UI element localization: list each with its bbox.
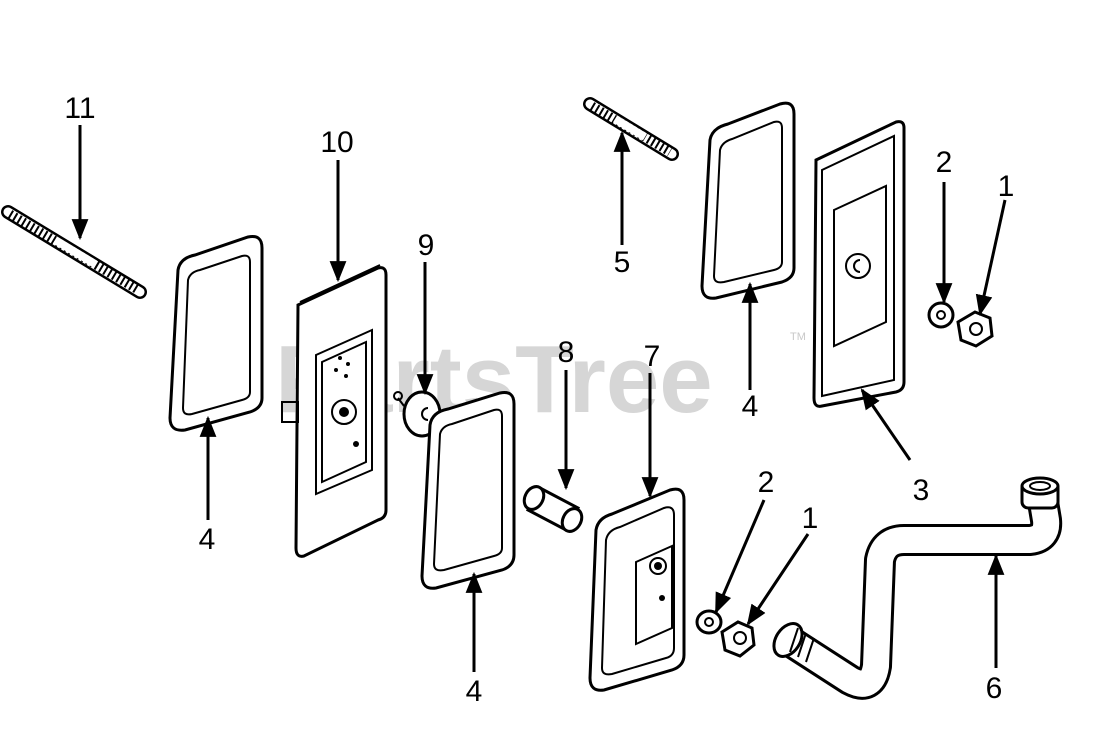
plate-part-10 — [281, 264, 388, 558]
callout-5: 5 — [614, 246, 631, 279]
callout-labels: 11 10 9 8 7 5 4 4 4 3 2 2 1 1 6 — [64, 92, 1014, 708]
gasket-part-4-right — [700, 101, 796, 300]
callout-11: 11 — [64, 92, 95, 125]
callout-6: 6 — [986, 672, 1003, 705]
callout-1-upper: 1 — [998, 170, 1015, 203]
nut-part-1-lower — [720, 620, 756, 658]
callout-4-middle: 4 — [466, 675, 483, 708]
callout-4-left: 4 — [199, 523, 216, 556]
washer-part-2-lower — [695, 609, 723, 635]
callout-2-upper: 2 — [936, 146, 953, 179]
callout-8: 8 — [558, 336, 575, 369]
pipe-part-6 — [772, 476, 1063, 700]
callout-7: 7 — [644, 340, 661, 373]
callout-1-lower: 1 — [802, 502, 819, 535]
gasket-part-4-left — [168, 235, 264, 432]
callout-9: 9 — [418, 229, 435, 262]
leader-lines — [71, 125, 1007, 672]
watermark-trademark: TM — [790, 331, 806, 343]
callout-2-lower: 2 — [758, 466, 775, 499]
bushing-part-8 — [522, 485, 584, 533]
washer-part-2-upper — [927, 301, 955, 329]
callout-3: 3 — [913, 474, 930, 507]
callout-4-right: 4 — [742, 390, 759, 423]
callout-10: 10 — [320, 126, 353, 159]
cover-part-7 — [588, 487, 686, 692]
cover-part-3 — [812, 120, 906, 408]
stud-part-5 — [583, 97, 679, 161]
nut-part-1-upper — [956, 310, 994, 348]
stud-part-11 — [1, 205, 147, 299]
gasket-part-4-middle — [420, 391, 516, 590]
